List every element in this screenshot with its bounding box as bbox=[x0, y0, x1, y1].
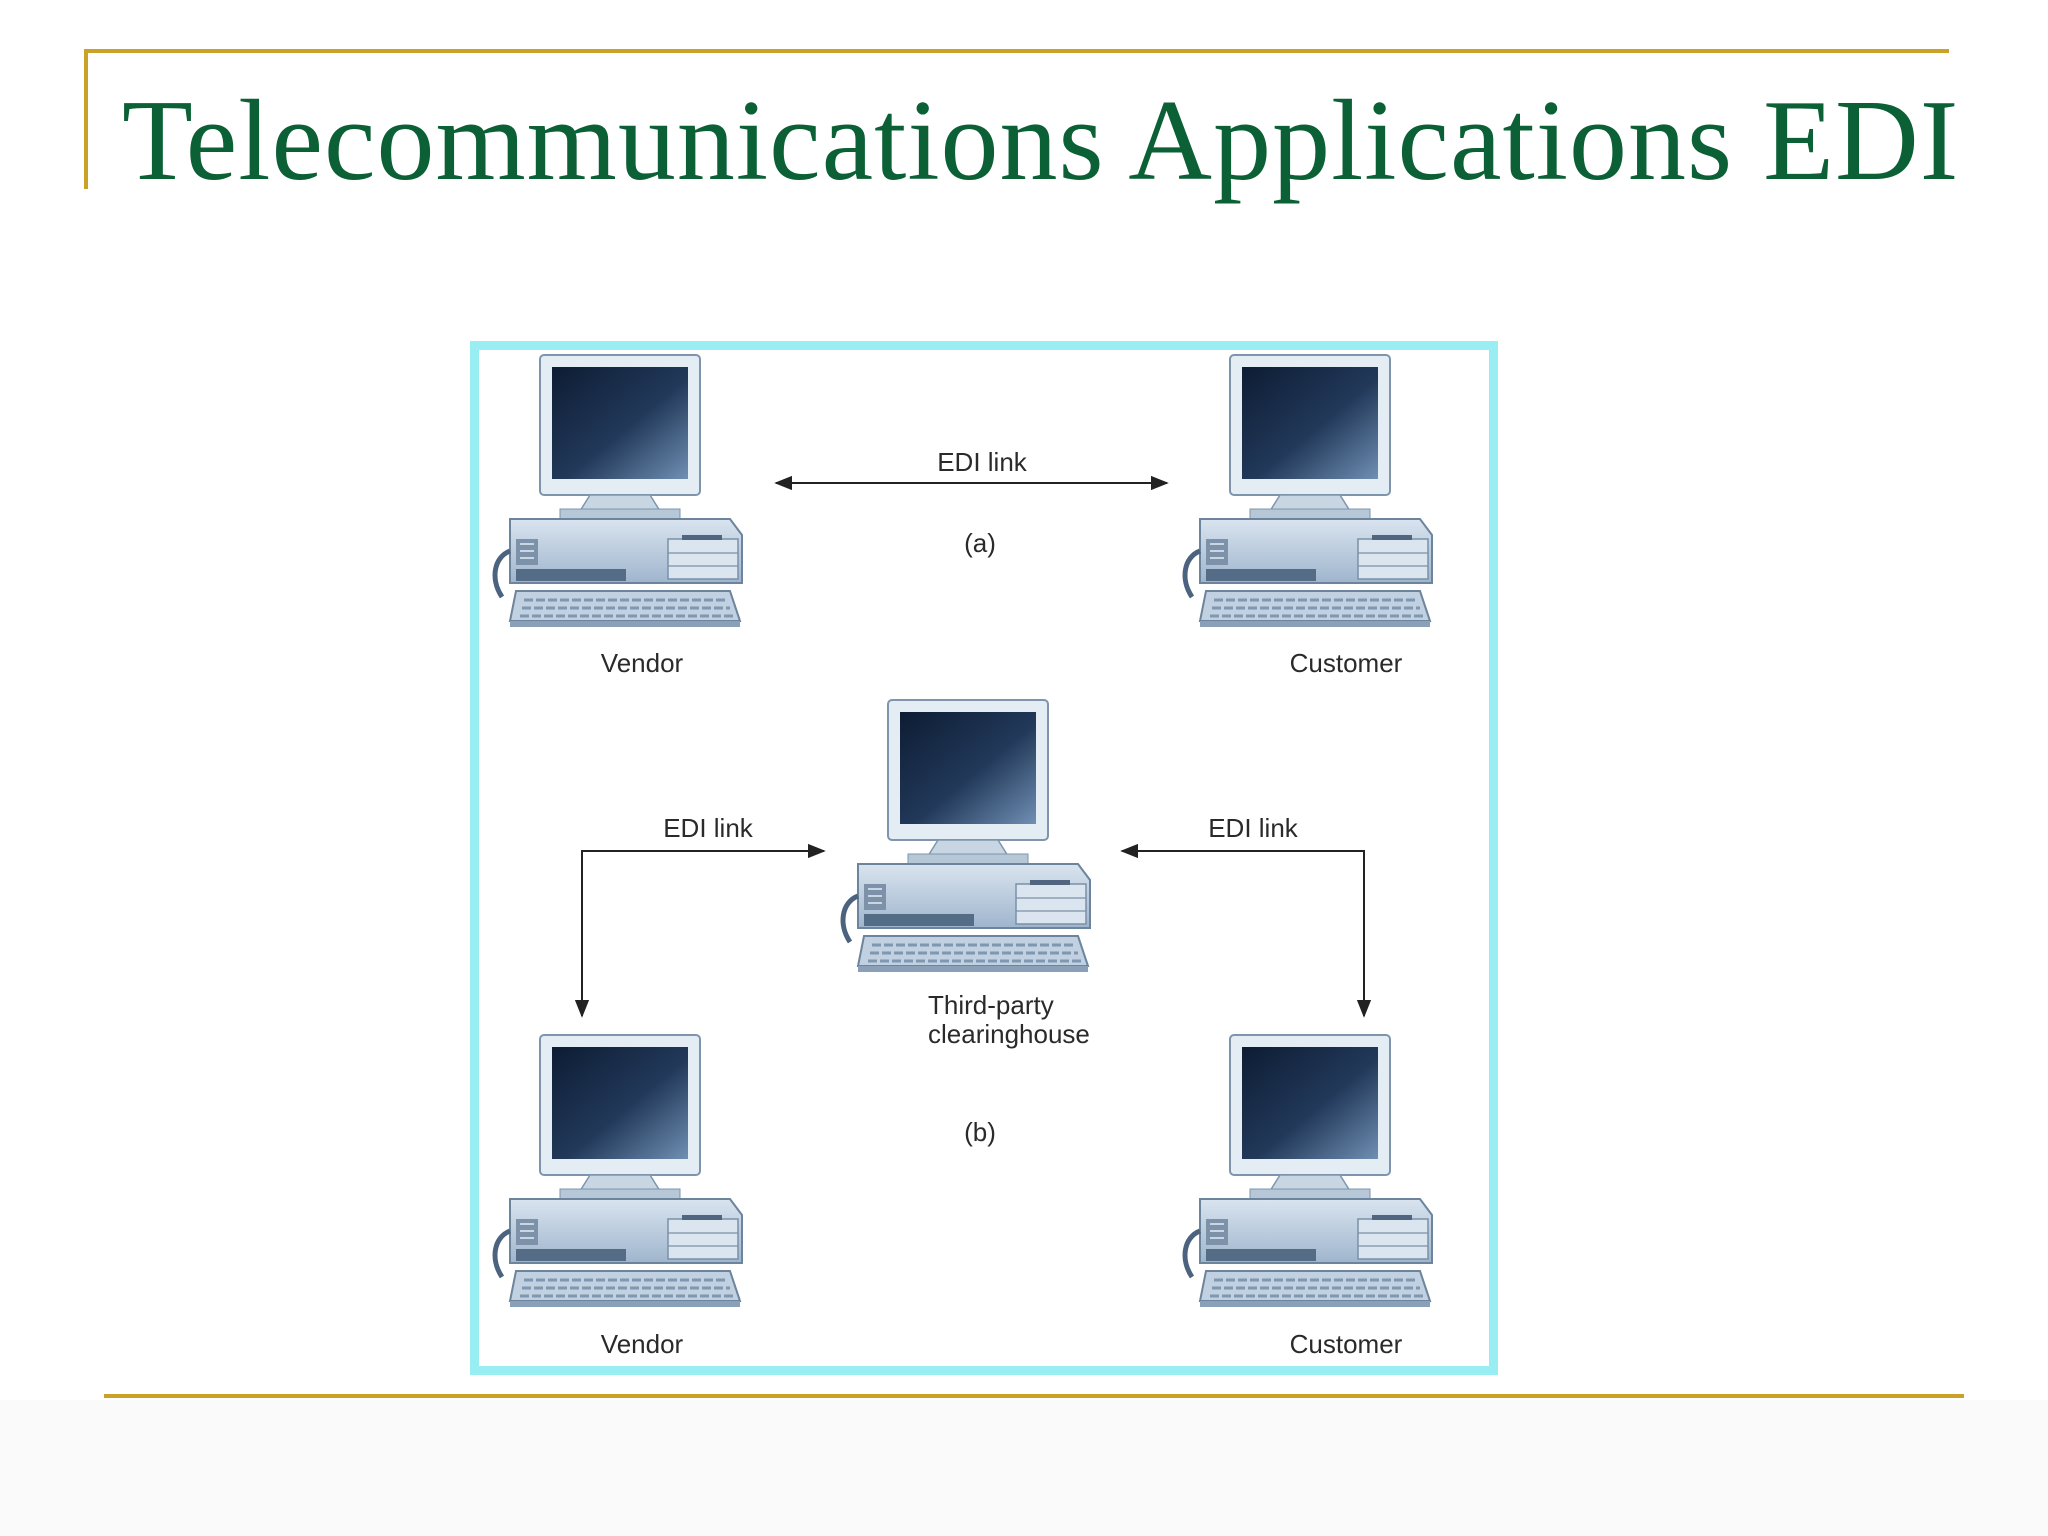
edi-link-label-a: EDI link bbox=[937, 447, 1028, 477]
vendor-computer-a-icon bbox=[495, 355, 742, 627]
vendor-label-b: Vendor bbox=[601, 1329, 684, 1359]
customer-label-a: Customer bbox=[1290, 648, 1403, 678]
caption-b: (b) bbox=[964, 1117, 996, 1147]
vendor-computer-b-icon bbox=[495, 1035, 742, 1307]
title-rule-left bbox=[84, 49, 88, 189]
page-title: Telecommunications Applications EDI bbox=[122, 77, 1960, 205]
slide-background-footer bbox=[0, 1400, 2048, 1536]
clearinghouse-computer-icon bbox=[843, 700, 1090, 972]
footer-rule bbox=[104, 1394, 1964, 1398]
customer-label-b: Customer bbox=[1290, 1329, 1403, 1359]
edi-diagram: EDI link (a) Vendor Customer EDI link ED… bbox=[470, 341, 1498, 1359]
title-rule-top bbox=[85, 49, 1949, 53]
customer-computer-b-icon bbox=[1185, 1035, 1432, 1307]
vendor-label-a: Vendor bbox=[601, 648, 684, 678]
clearinghouse-label-line2: clearinghouse bbox=[928, 1019, 1090, 1049]
caption-a: (a) bbox=[964, 528, 996, 558]
edi-link-arrow-b-right bbox=[1120, 843, 1372, 1018]
edi-link-arrow-b-left bbox=[574, 843, 826, 1018]
edi-link-label-b-left: EDI link bbox=[663, 813, 754, 843]
clearinghouse-label-line1: Third-party bbox=[928, 990, 1054, 1020]
customer-computer-a-icon bbox=[1185, 355, 1432, 627]
edi-link-label-b-right: EDI link bbox=[1208, 813, 1299, 843]
